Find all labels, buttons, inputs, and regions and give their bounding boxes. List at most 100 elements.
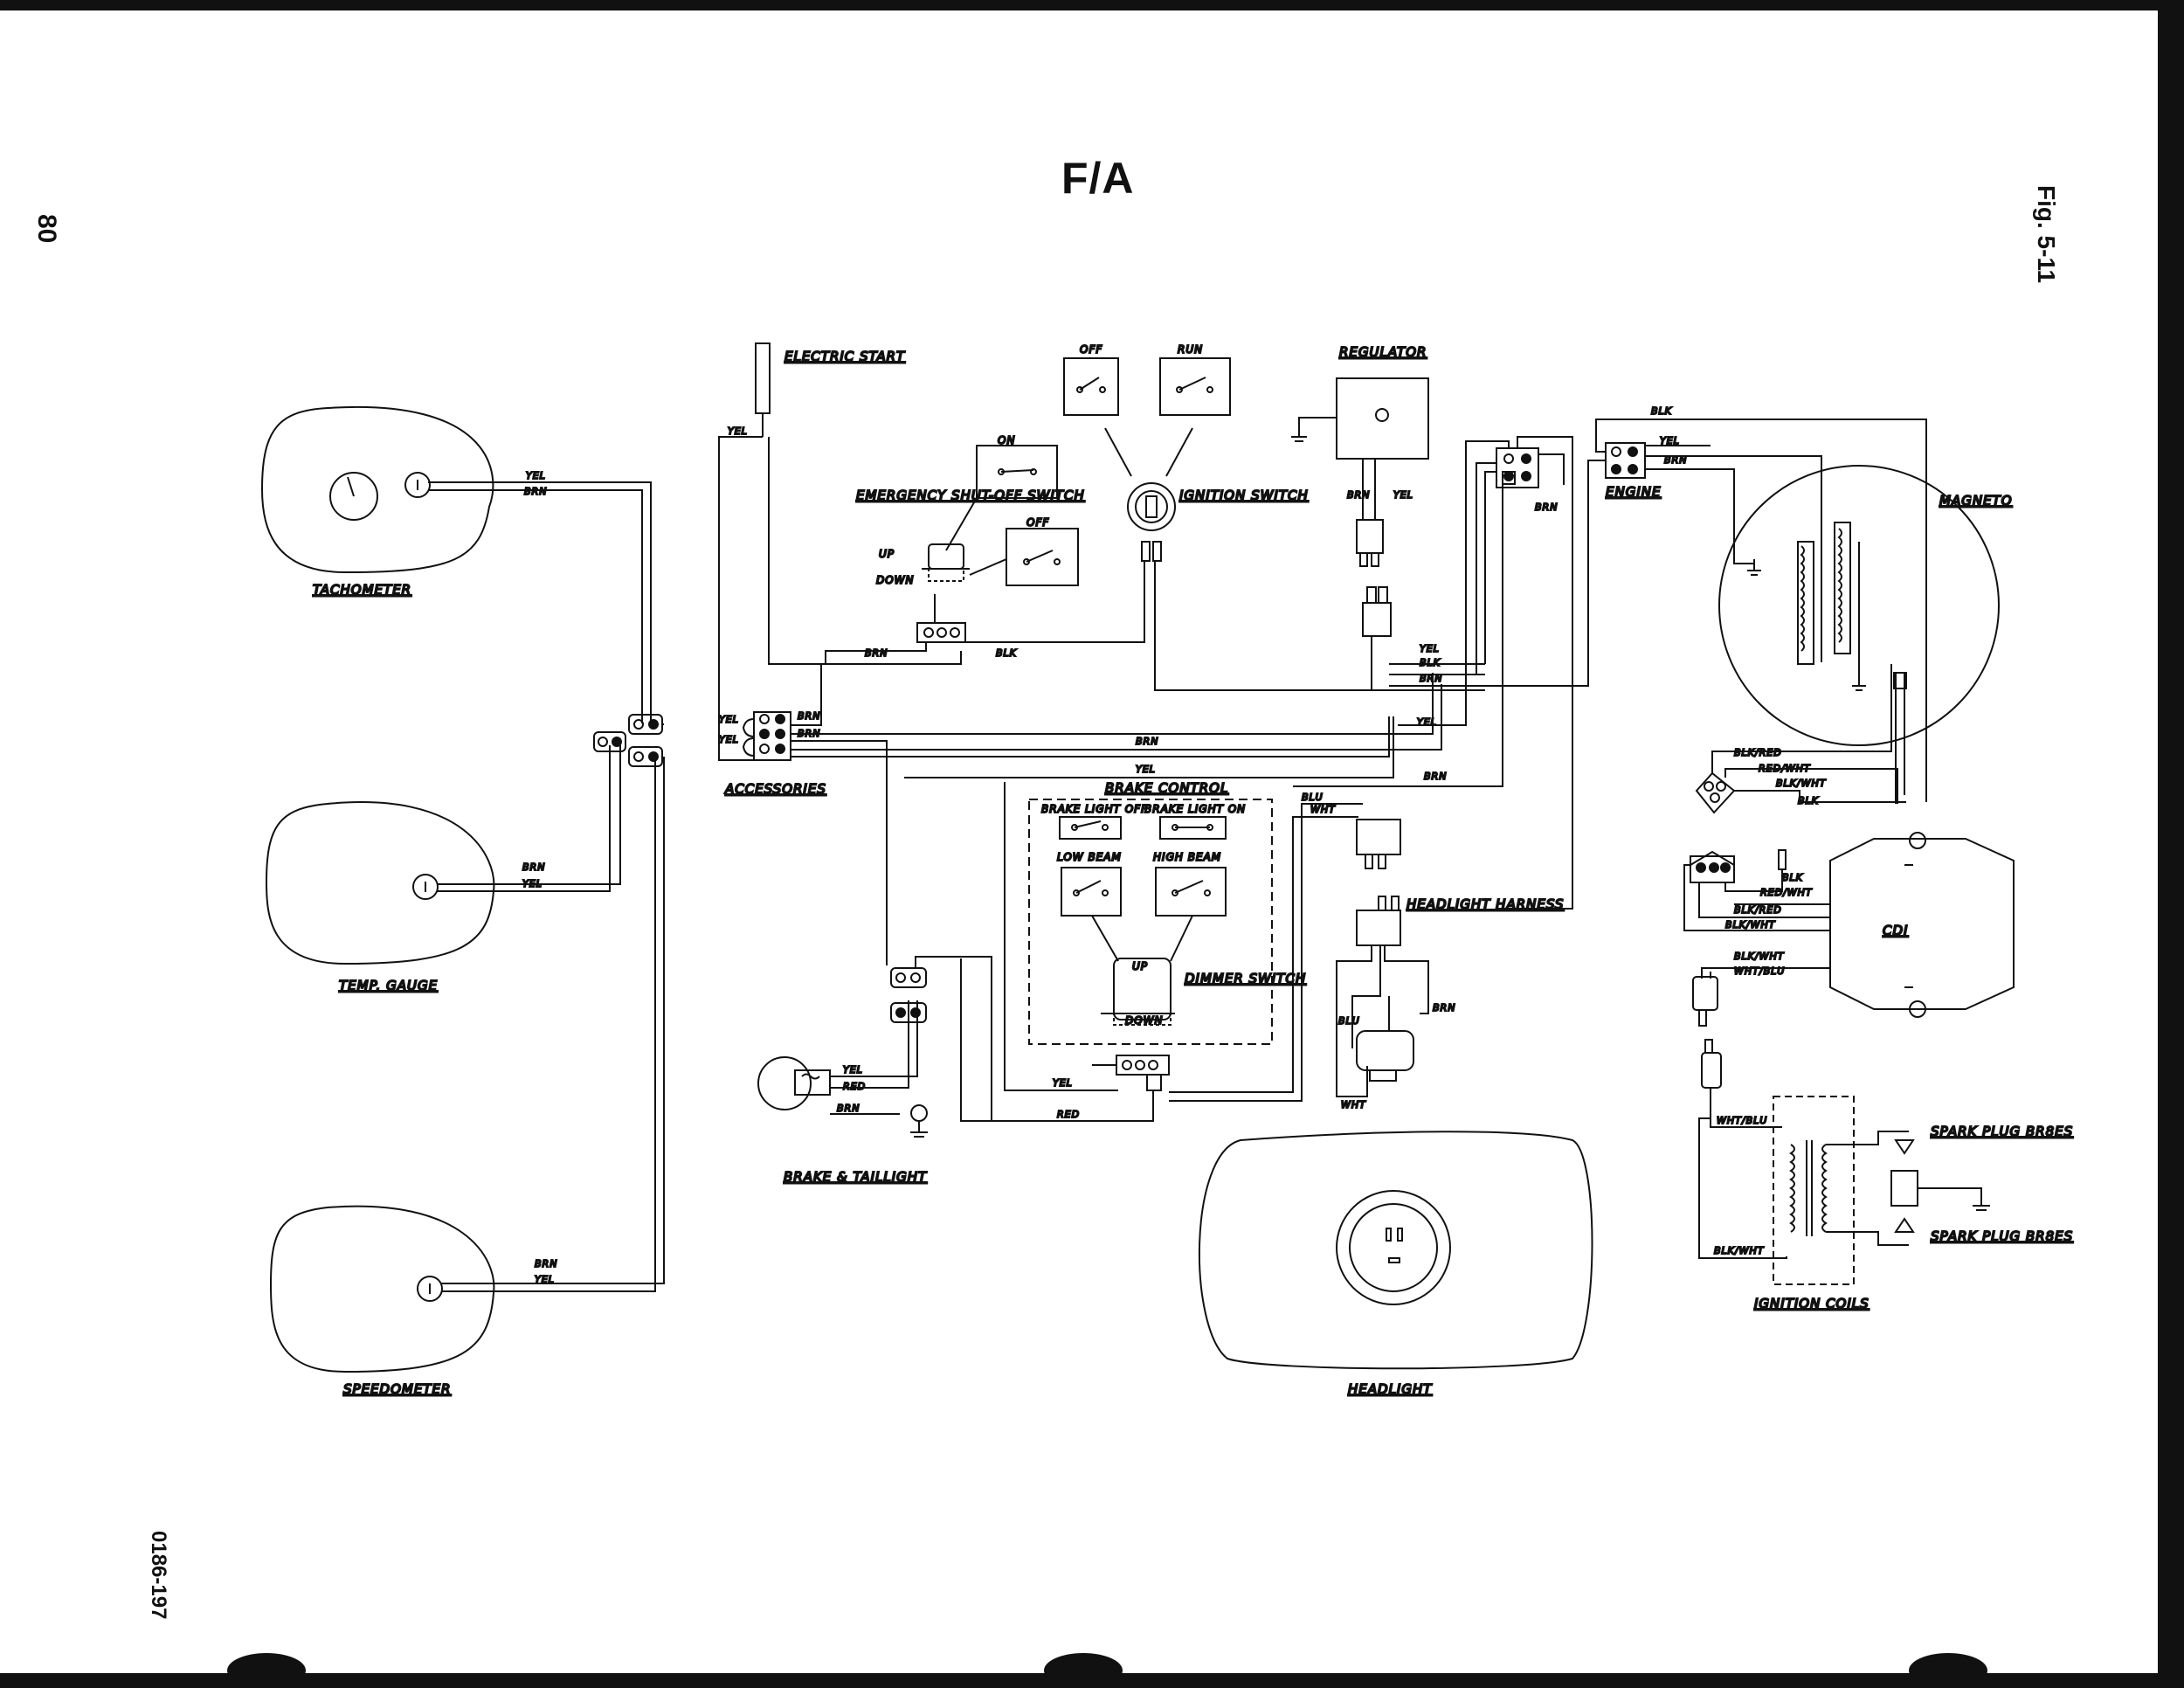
- wire-label: BLU: [1302, 792, 1324, 803]
- ignition-switch: [1063, 357, 1231, 562]
- wire-label: YEL: [526, 470, 546, 481]
- magneto: [1718, 465, 2000, 804]
- wire-label: WHT: [1310, 804, 1336, 815]
- wire-label: YEL: [1660, 435, 1680, 446]
- accessories-label: ACCESSORIES: [724, 781, 826, 797]
- wire-label: BRN: [798, 728, 820, 739]
- wire-label: YEL: [535, 1274, 555, 1285]
- speedometer: [269, 1205, 495, 1373]
- emergency-switch-label: EMERGENCY SHUT-OFF SWITCH: [856, 488, 1085, 503]
- wire-label: BLK: [1782, 872, 1803, 883]
- regulator-label: REGULATOR: [1339, 344, 1427, 360]
- brake-taillight-label: BRAKE & TAILLIGHT: [784, 1169, 928, 1185]
- headlight: [1198, 1131, 1593, 1370]
- wire-label: WHT: [1341, 1099, 1366, 1110]
- wire-label: YEL: [1053, 1077, 1073, 1089]
- wire-label: BRN: [798, 710, 820, 722]
- wire-label: BLK: [1651, 405, 1672, 417]
- wire-label: BLK/WHT: [1714, 1245, 1765, 1256]
- wire-label: BLK/WHT: [1725, 919, 1776, 930]
- dimmer-switch-label: DIMMER SWITCH: [1185, 971, 1306, 986]
- switch-state-label: DOWN: [1125, 1014, 1164, 1027]
- brake-taillight: [757, 956, 992, 1138]
- wire-label: RED/WHT: [1759, 763, 1811, 774]
- wire-label: YEL: [1393, 489, 1413, 501]
- switch-state-label: ON: [998, 434, 1015, 446]
- brake-control-label: BRAKE CONTROL: [1105, 780, 1228, 796]
- headlight-harness: [1336, 819, 1429, 1097]
- electric-start: [755, 342, 771, 437]
- tachometer-label: TACHOMETER: [313, 582, 411, 598]
- tachometer: [260, 405, 494, 574]
- ignition-coils-label: IGNITION COILS: [1754, 1296, 1870, 1311]
- switch-state-label: BRAKE LIGHT OFF: [1041, 803, 1148, 815]
- wire-label: BRN: [1535, 502, 1558, 513]
- temp-gauge-label: TEMP. GAUGE: [339, 978, 438, 993]
- switch-state-label: UP: [879, 548, 895, 560]
- wire-label: BRN: [1424, 771, 1447, 782]
- wire-label: YEL: [1417, 716, 1437, 728]
- page-title: F/A: [1061, 154, 1135, 203]
- wire-label: WHT/BLU: [1717, 1115, 1767, 1126]
- headlight-label: HEADLIGHT: [1348, 1381, 1433, 1397]
- regulator: [1154, 377, 1429, 691]
- wire-label: BRN: [1136, 736, 1158, 747]
- wire-label: BRN: [522, 861, 545, 873]
- headlight-harness-label: HEADLIGHT HARNESS: [1406, 896, 1564, 912]
- switch-state-label: BRAKE LIGHT ON: [1144, 803, 1246, 815]
- electric-start-label: ELECTRIC START: [784, 349, 906, 364]
- wire-label: BRN: [1433, 1002, 1455, 1013]
- wire-label: YEL: [1420, 643, 1440, 654]
- wire-label: BLK: [996, 647, 1017, 659]
- harness-bus: [904, 462, 1503, 787]
- switch-state-label: DOWN: [876, 574, 915, 586]
- wire-label: BLK/RED: [1734, 904, 1782, 916]
- cdi-wiring: [1683, 664, 1906, 1027]
- temp-gauge: [265, 801, 495, 965]
- engine-label: ENGINE: [1606, 484, 1661, 500]
- wire-label: BLK/RED: [1734, 747, 1782, 758]
- speedometer-label: SPEEDOMETER: [343, 1381, 451, 1397]
- accessories-connector: [718, 436, 1442, 965]
- switch-state-label: LOW BEAM: [1057, 851, 1122, 863]
- wire-label: YEL: [719, 734, 739, 745]
- wire-label: YEL: [719, 714, 739, 725]
- wire-label: WHT/BLU: [1734, 965, 1785, 977]
- spark-plug-label: SPARK PLUG BR8ES: [1931, 1228, 2073, 1244]
- gauge-wiring: [428, 481, 665, 1292]
- wire-label: RED: [843, 1081, 866, 1092]
- spark-plug-label: SPARK PLUG BR8ES: [1931, 1124, 2073, 1139]
- wire-label: YEL: [522, 878, 543, 889]
- wire-label: RED/WHT: [1760, 887, 1813, 898]
- wire-label: BRN: [535, 1258, 557, 1269]
- wire-label: RED: [1057, 1109, 1080, 1120]
- switch-state-label: RUN: [1178, 343, 1203, 356]
- main-harness-connector: [1398, 436, 1573, 910]
- wire-label: BLK: [1420, 657, 1441, 668]
- switch-state-label: OFF: [1080, 343, 1102, 356]
- wire-label: BLU: [1338, 1015, 1360, 1027]
- engine-connector: [1433, 419, 1927, 802]
- wire-label: BRN: [837, 1103, 860, 1114]
- wire-label: BRN: [1347, 489, 1370, 501]
- switch-state-label: UP: [1132, 960, 1148, 972]
- brake-control-wiring: [960, 782, 1363, 1122]
- wire-label: BRN: [1420, 673, 1442, 684]
- cdi-label: CDI: [1883, 923, 1908, 938]
- brake-control: [1028, 799, 1273, 1045]
- magneto-label: MAGNETO: [1939, 493, 2013, 508]
- cdi-unit: [1829, 832, 2015, 1018]
- ignition-switch-label: IGNITION SWITCH: [1179, 488, 1309, 503]
- wire-label: YEL: [1136, 764, 1156, 775]
- wire-label: BLK/WHT: [1734, 951, 1785, 962]
- switch-state-label: HIGH BEAM: [1153, 851, 1221, 863]
- wire-label: BLK: [1798, 795, 1819, 806]
- wire-label: BRN: [524, 486, 547, 497]
- wire-label: BLK/WHT: [1776, 778, 1827, 789]
- wire-label: BRN: [1664, 454, 1687, 466]
- wire-label: YEL: [843, 1064, 863, 1076]
- switch-connector: [825, 561, 1145, 664]
